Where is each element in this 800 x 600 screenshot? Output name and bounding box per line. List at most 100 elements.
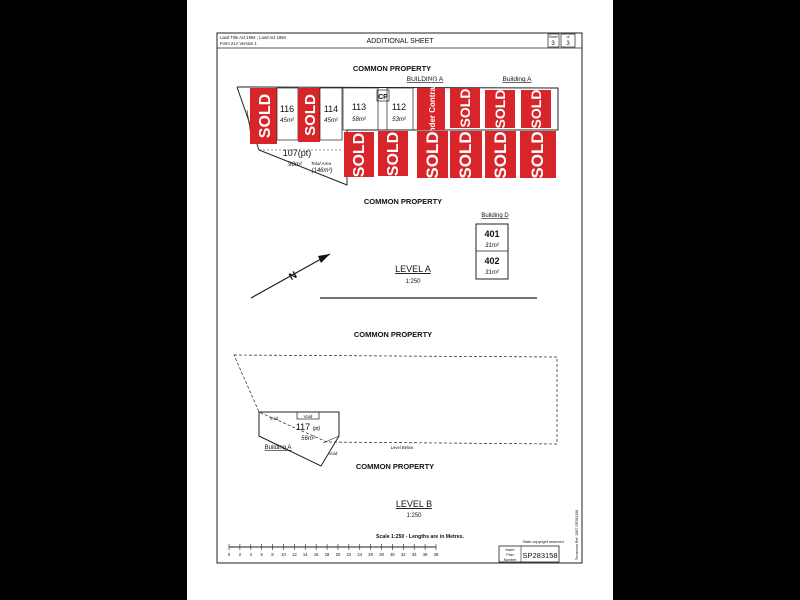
sold-stamp: [344, 132, 374, 177]
scale-tick-label: 8: [271, 552, 274, 557]
scale-note: Scale 1:250 - Lengths are in Metres.: [376, 534, 464, 540]
sold-stamp-label: SOLD: [491, 131, 510, 178]
level-b-title: LEVEL B: [396, 499, 432, 509]
survey-plan-drawing: Land Title Act 1994 ; Land Act 1994 Form…: [216, 32, 583, 564]
building-a-label-1: BUILDING A: [407, 76, 444, 83]
level-a-title: LEVEL A: [395, 264, 431, 274]
building-a-label-b: Building A: [265, 445, 292, 451]
lot-112: [386, 87, 414, 131]
sold-stamp-label: SOLD: [492, 90, 508, 129]
scale-tick-label: 22: [347, 552, 352, 557]
scale-tick-label: 16: [314, 552, 319, 557]
sold-stamp-label: SOLD: [302, 94, 319, 136]
sold-stamp: [450, 131, 482, 178]
sheet-number-box: [547, 33, 560, 48]
copyright-note: State copyright reserved: [522, 540, 563, 544]
plan-label-plan: Plan: [506, 553, 513, 557]
lot-114-number: 114: [324, 104, 338, 114]
under-contract-label: Under Contract: [428, 80, 437, 139]
common-property-label-mid: COMMON PROPERTY: [364, 197, 442, 206]
building-d-outline: [475, 223, 509, 280]
scale-tick-label: 24: [357, 552, 362, 557]
lot-107-total-area: (146m²): [311, 168, 332, 174]
scale-tick-label: 2: [239, 552, 242, 557]
north-letter: N: [287, 270, 299, 283]
void-box: [296, 411, 320, 420]
scale-tick-label: 4: [250, 552, 253, 557]
sold-stamp: [485, 131, 516, 178]
lot-116: [276, 87, 299, 141]
north-arrow: N: [250, 253, 331, 299]
common-property-label-b-bottom: COMMON PROPERTY: [356, 462, 434, 471]
sold-stamp-label: SOLD: [528, 90, 544, 129]
scale-tick-label: 14: [303, 552, 308, 557]
lot-117-pt: (pt): [313, 426, 321, 432]
lot-107-number: 107(pt): [283, 148, 312, 158]
sold-stamp: [450, 88, 480, 128]
common-property-label-top: COMMON PROPERTY: [353, 64, 431, 73]
plan-label-number: Number: [504, 558, 518, 562]
sold-stamp: [250, 88, 277, 144]
level-a-scale: 1:250: [405, 279, 421, 285]
lot-107-total-label: Total Area: [311, 161, 332, 166]
cp-box: [376, 89, 390, 102]
scale-tick-label: 0: [228, 552, 231, 557]
scale-tick-label: 32: [401, 552, 406, 557]
lot-107-area: 90m²: [288, 162, 303, 168]
plan-label-insert: Insert: [506, 548, 515, 552]
lot-116-number: 116: [280, 104, 294, 114]
scale-tick-label: 28: [379, 552, 384, 557]
sold-stamp: [378, 131, 408, 176]
lot-116-area: 45m²: [280, 118, 295, 124]
sold-stamp-label: SOLD: [351, 133, 368, 177]
sheet-title: ADDITIONAL SHEET: [366, 38, 434, 45]
scale-tick-label: 34: [412, 552, 417, 557]
scale-tick-label: 20: [336, 552, 341, 557]
lot-112-area: 53m²: [392, 117, 407, 123]
scale-tick-label: 18: [325, 552, 330, 557]
sold-stamp: [485, 90, 515, 128]
sheet-label: Sheet: [549, 35, 558, 39]
sold-stamp-label: SOLD: [528, 131, 547, 178]
level-b-scale: 1:250: [406, 513, 422, 519]
sold-stamp-label: SOLD: [457, 89, 473, 128]
sold-stamp-group-top: SOLD SOLD SOLD: [450, 88, 551, 128]
level-below-label: Level Below: [391, 445, 415, 450]
lot-117-number-value: 117: [296, 422, 310, 432]
building-d-label: Building D: [481, 213, 509, 219]
common-property-label-b-top: COMMON PROPERTY: [354, 330, 432, 339]
sold-stamp: [520, 131, 556, 178]
void-label-2: Void: [304, 414, 313, 419]
scale-tick-label: 6: [261, 552, 264, 557]
sheet-total: 3: [566, 41, 570, 47]
sold-stamp-group-bottom: SOLD SOLD SOLD SOLD SOLD SOLD: [344, 131, 556, 179]
void-divider: [322, 435, 340, 444]
scale-tick-label: 36: [423, 552, 428, 557]
lot-114: [319, 87, 343, 141]
sold-stamp-label: SOLD: [385, 132, 402, 176]
legal-line-1: Land Title Act 1994 ; Land Act 1994: [220, 35, 287, 40]
lot-401-area: 31m²: [485, 243, 500, 249]
level-below-outline: [233, 354, 558, 445]
void-label-1: Void: [270, 416, 279, 421]
scale-tick-label: 30: [390, 552, 395, 557]
void-label-3: Void: [329, 451, 338, 456]
sheet-number: 3: [551, 41, 555, 47]
sold-stamp-label: SOLD: [456, 131, 475, 178]
plan-sheet: Land Title Act 1994 ; Land Act 1994 Form…: [187, 0, 613, 600]
plan-number-box: [498, 545, 560, 563]
lot-114-area: 45m²: [324, 118, 339, 124]
lot-117-outline: [258, 411, 340, 467]
sheet-frame: [216, 32, 583, 564]
lot-402-area: 31m²: [485, 270, 500, 276]
scale-tick-label: 10: [281, 552, 286, 557]
scale-tick-label: 26: [368, 552, 373, 557]
scale-tick-label: 38: [434, 552, 439, 557]
lot-117-number: 117 (pt): [296, 422, 321, 432]
cp-label: CP: [378, 94, 388, 101]
lot-401-number: 401: [484, 229, 499, 239]
lot-113-number: 113: [352, 102, 366, 112]
lot-113: [342, 87, 379, 131]
side-reference-note: Terranova Ref: 2887 SP283158: [575, 510, 579, 560]
sheet-total-box: [560, 33, 576, 48]
